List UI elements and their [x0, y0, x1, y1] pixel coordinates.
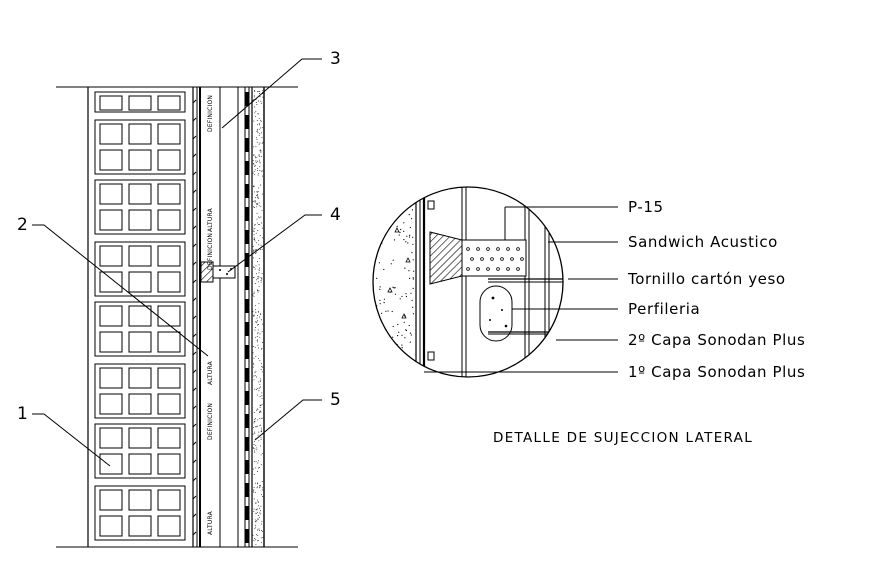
hollow-brick-column [94, 91, 186, 541]
callout-4: 4 [227, 205, 341, 273]
brick-cell [157, 95, 181, 111]
marker-altura-2: ALTURA [207, 360, 214, 385]
brick-cell [128, 95, 152, 111]
brick-cell [128, 149, 152, 171]
brick-cell [99, 271, 123, 293]
screw-ticks [192, 99, 197, 536]
label-capa-2: 2º Capa Sonodan Plus [628, 331, 805, 349]
brick-cell [128, 367, 152, 389]
brick-cell [99, 305, 123, 327]
brick-cell [157, 489, 181, 511]
brick-cell [128, 453, 152, 475]
marker-definicion-3: DEFINICION [207, 403, 214, 440]
brick-cell [99, 515, 123, 537]
fixing-bracket [200, 261, 236, 283]
brick-cell [128, 331, 152, 353]
callout-number-2: 2 [17, 215, 28, 235]
brick [94, 423, 186, 479]
brick-cell [99, 95, 123, 111]
marker-altura-3: ALTURA [207, 510, 214, 535]
brick-cell [128, 393, 152, 415]
callout-number-3: 3 [330, 49, 341, 69]
brick-cell [99, 489, 123, 511]
brick-cell [157, 331, 181, 353]
brick-cell [157, 367, 181, 389]
wall-section: DEFINICION ALTURA DEFINICION ALTURA DEFI… [17, 49, 341, 548]
brick [94, 179, 186, 235]
brick-cell [157, 149, 181, 171]
label-capa-1: 1º Capa Sonodan Plus [628, 363, 805, 381]
callout-3: 3 [221, 49, 341, 129]
brick-cell [157, 427, 181, 449]
brick [94, 241, 186, 297]
brick-cell [128, 245, 152, 267]
lateral-fixing-detail: P-15 Sandwich Acustico Tornillo cartón y… [372, 186, 805, 446]
brick-cell [99, 367, 123, 389]
brick-cell [128, 271, 152, 293]
brick-cell [128, 123, 152, 145]
brick-cell [99, 427, 123, 449]
label-p15: P-15 [628, 198, 664, 216]
brick-cell [99, 331, 123, 353]
brick [94, 91, 186, 113]
marker-definicion-1: DEFINICION [207, 95, 214, 132]
brick-cell [128, 209, 152, 231]
brick-cell [157, 245, 181, 267]
callout-1: 1 [17, 404, 111, 467]
brick-cell [99, 453, 123, 475]
brick-cell [128, 427, 152, 449]
brick-cell [128, 183, 152, 205]
brick-cell [157, 393, 181, 415]
brick-cell [157, 123, 181, 145]
callout-number-1: 1 [17, 404, 28, 424]
label-perfileria: Perfileria [628, 300, 700, 318]
brick-cell [128, 305, 152, 327]
marker-definicion-2: DEFINICION [207, 233, 214, 270]
p15-block-texture [466, 247, 524, 271]
brick [94, 301, 186, 357]
brick [94, 363, 186, 419]
brick-cell [99, 393, 123, 415]
brick-cell [128, 515, 152, 537]
marker-altura-1: ALTURA [207, 207, 214, 232]
brick [94, 119, 186, 175]
callout-number-5: 5 [330, 390, 341, 410]
brick-cell [99, 183, 123, 205]
brick-cell [157, 453, 181, 475]
brick-cell [157, 515, 181, 537]
brick-cell [157, 271, 181, 293]
brick [94, 485, 186, 541]
callout-number-4: 4 [330, 205, 341, 225]
label-tornillo: Tornillo cartón yeso [627, 270, 786, 288]
brick-cell [99, 209, 123, 231]
brick-cell [99, 123, 123, 145]
callout-2: 2 [17, 215, 209, 357]
drywall-stipple [252, 89, 264, 545]
brick-cell [157, 183, 181, 205]
brick-cell [99, 149, 123, 171]
brick-cell [128, 489, 152, 511]
detail-title: DETALLE DE SUJECCION LATERAL [493, 430, 753, 446]
brick-cell [157, 209, 181, 231]
brick-cell [99, 245, 123, 267]
label-sandwich-acustico: Sandwich Acustico [628, 233, 778, 251]
callout-5: 5 [254, 390, 341, 441]
brick-cell [157, 305, 181, 327]
